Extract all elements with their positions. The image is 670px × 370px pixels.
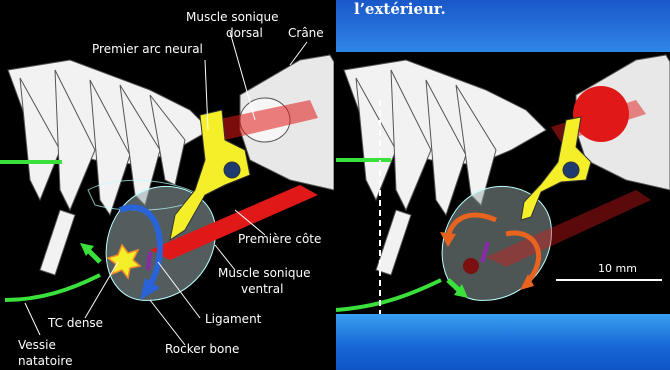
right-panel: l’extérieur. — [336, 0, 670, 370]
label-ligament: Ligament — [205, 312, 261, 326]
label-premiere-cote: Première côte — [238, 232, 321, 246]
right-stage: 10 mm — [336, 52, 670, 314]
slide-bottom-band — [336, 314, 670, 370]
label-premier-arc-neural: Premier arc neural — [92, 42, 203, 56]
caption: l’extérieur. — [354, 0, 446, 18]
label-muscle-sonique-ventral: Muscle sonique — [218, 266, 310, 280]
label-crane: Crâne — [288, 26, 324, 40]
contracted-dorsal-muscle — [573, 86, 629, 142]
scale-bar-label: 10 mm — [598, 262, 637, 275]
label-natatoire: natatoire — [18, 354, 72, 368]
label-vessie: Vessie — [18, 338, 56, 352]
label-muscle-sonique-dorsal: Muscle sonique — [186, 10, 278, 24]
label-muscle-sonique-ventral-2: ventral — [241, 282, 283, 296]
label-muscle-sonique-dorsal-2: dorsal — [226, 26, 263, 40]
label-rocker-bone: Rocker bone — [165, 342, 239, 356]
label-tc-dense: TC dense — [48, 316, 103, 330]
swim-bladder-line — [5, 275, 100, 300]
left-panel: Muscle sonique dorsal Crâne Premier arc … — [0, 0, 334, 370]
